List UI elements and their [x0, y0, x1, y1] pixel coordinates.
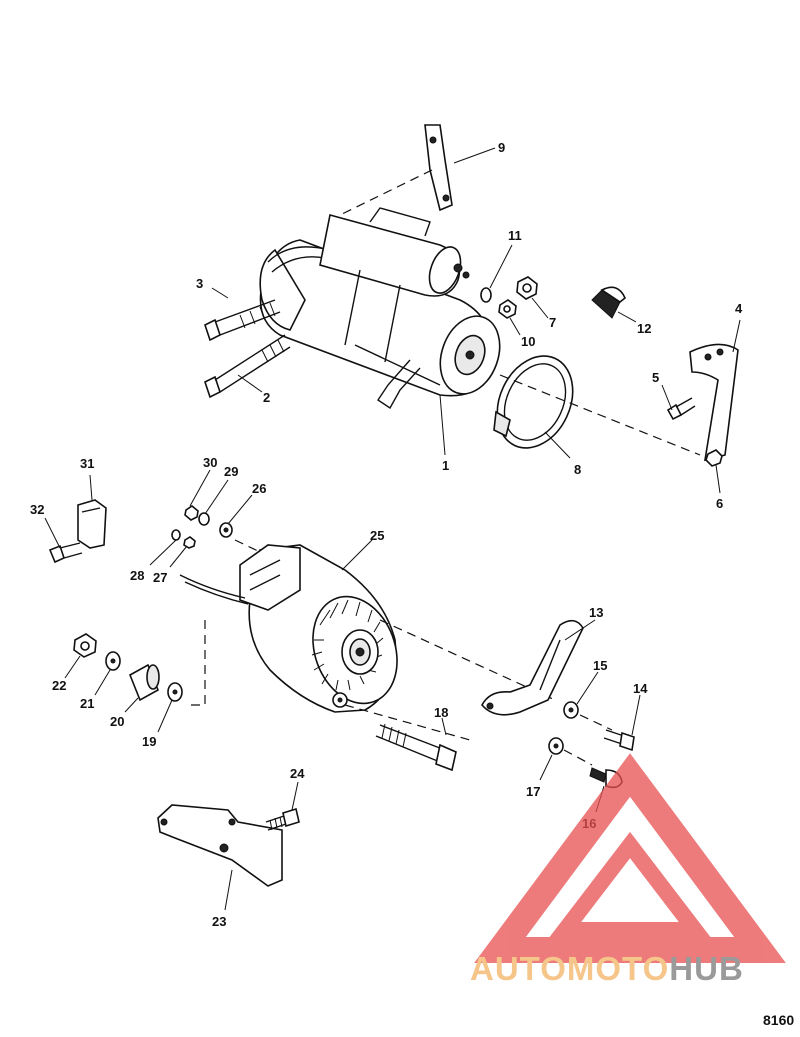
part-12-boot: [591, 286, 626, 319]
part-24-screw: [265, 807, 300, 831]
part-27-nut: [183, 536, 196, 549]
callout-1: 1: [442, 458, 449, 473]
starter-motor: [259, 207, 501, 410]
callout-26: 26: [252, 481, 266, 496]
part-29-washer: [198, 512, 210, 526]
callout-21: 21: [80, 696, 94, 711]
callout-27: 27: [153, 570, 167, 585]
callout-2: 2: [263, 390, 270, 405]
part-15-washer: [563, 701, 579, 719]
part-9-bracket: [424, 124, 453, 212]
part-20-spacer: [128, 663, 160, 702]
callout-20: 20: [110, 714, 124, 729]
part-8-clamp: [493, 355, 574, 449]
part-22-nut: [73, 633, 97, 658]
figure-reference-number: 8160: [763, 1012, 795, 1028]
callout-6: 6: [716, 496, 723, 511]
callout-30: 30: [203, 455, 217, 470]
callout-13: 13: [589, 605, 603, 620]
part-32-screw: [48, 542, 83, 564]
part-17-washer: [548, 737, 564, 755]
callout-8: 8: [574, 462, 581, 477]
part-31-cover: [77, 499, 107, 549]
part-6-nut: [705, 449, 723, 467]
part-18-bolt: [375, 723, 457, 772]
callout-28: 28: [130, 568, 144, 583]
callout-25: 25: [370, 528, 384, 543]
callout-17: 17: [526, 784, 540, 799]
alternator: [239, 544, 398, 713]
part-10-nut: [498, 299, 517, 319]
callout-5: 5: [652, 370, 659, 385]
watermark-logo: [474, 753, 786, 963]
callout-22: 22: [52, 678, 66, 693]
leader-lines: [44, 147, 741, 911]
callout-19: 19: [142, 734, 156, 749]
watermark-text: AUTOMOTOHUB: [470, 950, 744, 988]
part-4-brace: [689, 343, 739, 462]
callout-7: 7: [549, 315, 556, 330]
callout-15: 15: [593, 658, 607, 673]
callout-10: 10: [521, 334, 535, 349]
part-3-bolt: [204, 299, 281, 342]
callout-14: 14: [633, 681, 648, 696]
watermark-text-part2: HUB: [669, 950, 744, 987]
part-19-washer: [167, 682, 183, 702]
callout-4: 4: [735, 301, 743, 316]
callout-24: 24: [290, 766, 305, 781]
callout-labels: 1 2 3 4 5 6 7 8 9 10 11 12 13 14 15 16 1…: [30, 140, 743, 929]
part-26-washer: [219, 522, 233, 538]
part-11-washer: [480, 287, 492, 303]
part-23-bracket: [157, 804, 283, 887]
callout-9: 9: [498, 140, 505, 155]
callout-32: 32: [30, 502, 44, 517]
callout-29: 29: [224, 464, 238, 479]
callout-11: 11: [508, 228, 522, 243]
callout-18: 18: [434, 705, 448, 720]
part-5-screw: [666, 397, 696, 421]
part-7-nut: [516, 276, 538, 300]
watermark-text-part1: AUTOMOTO: [470, 950, 670, 987]
callout-31: 31: [80, 456, 94, 471]
part-21-washer: [105, 651, 121, 671]
part-13-bracket: [481, 619, 584, 716]
callout-12: 12: [637, 321, 651, 336]
part-2-bolt: [204, 334, 291, 399]
callout-23: 23: [212, 914, 226, 929]
callout-3: 3: [196, 276, 203, 291]
part-30-nut: [184, 505, 199, 521]
part-28-washer: [171, 529, 181, 541]
part-14-screw: [603, 729, 635, 752]
